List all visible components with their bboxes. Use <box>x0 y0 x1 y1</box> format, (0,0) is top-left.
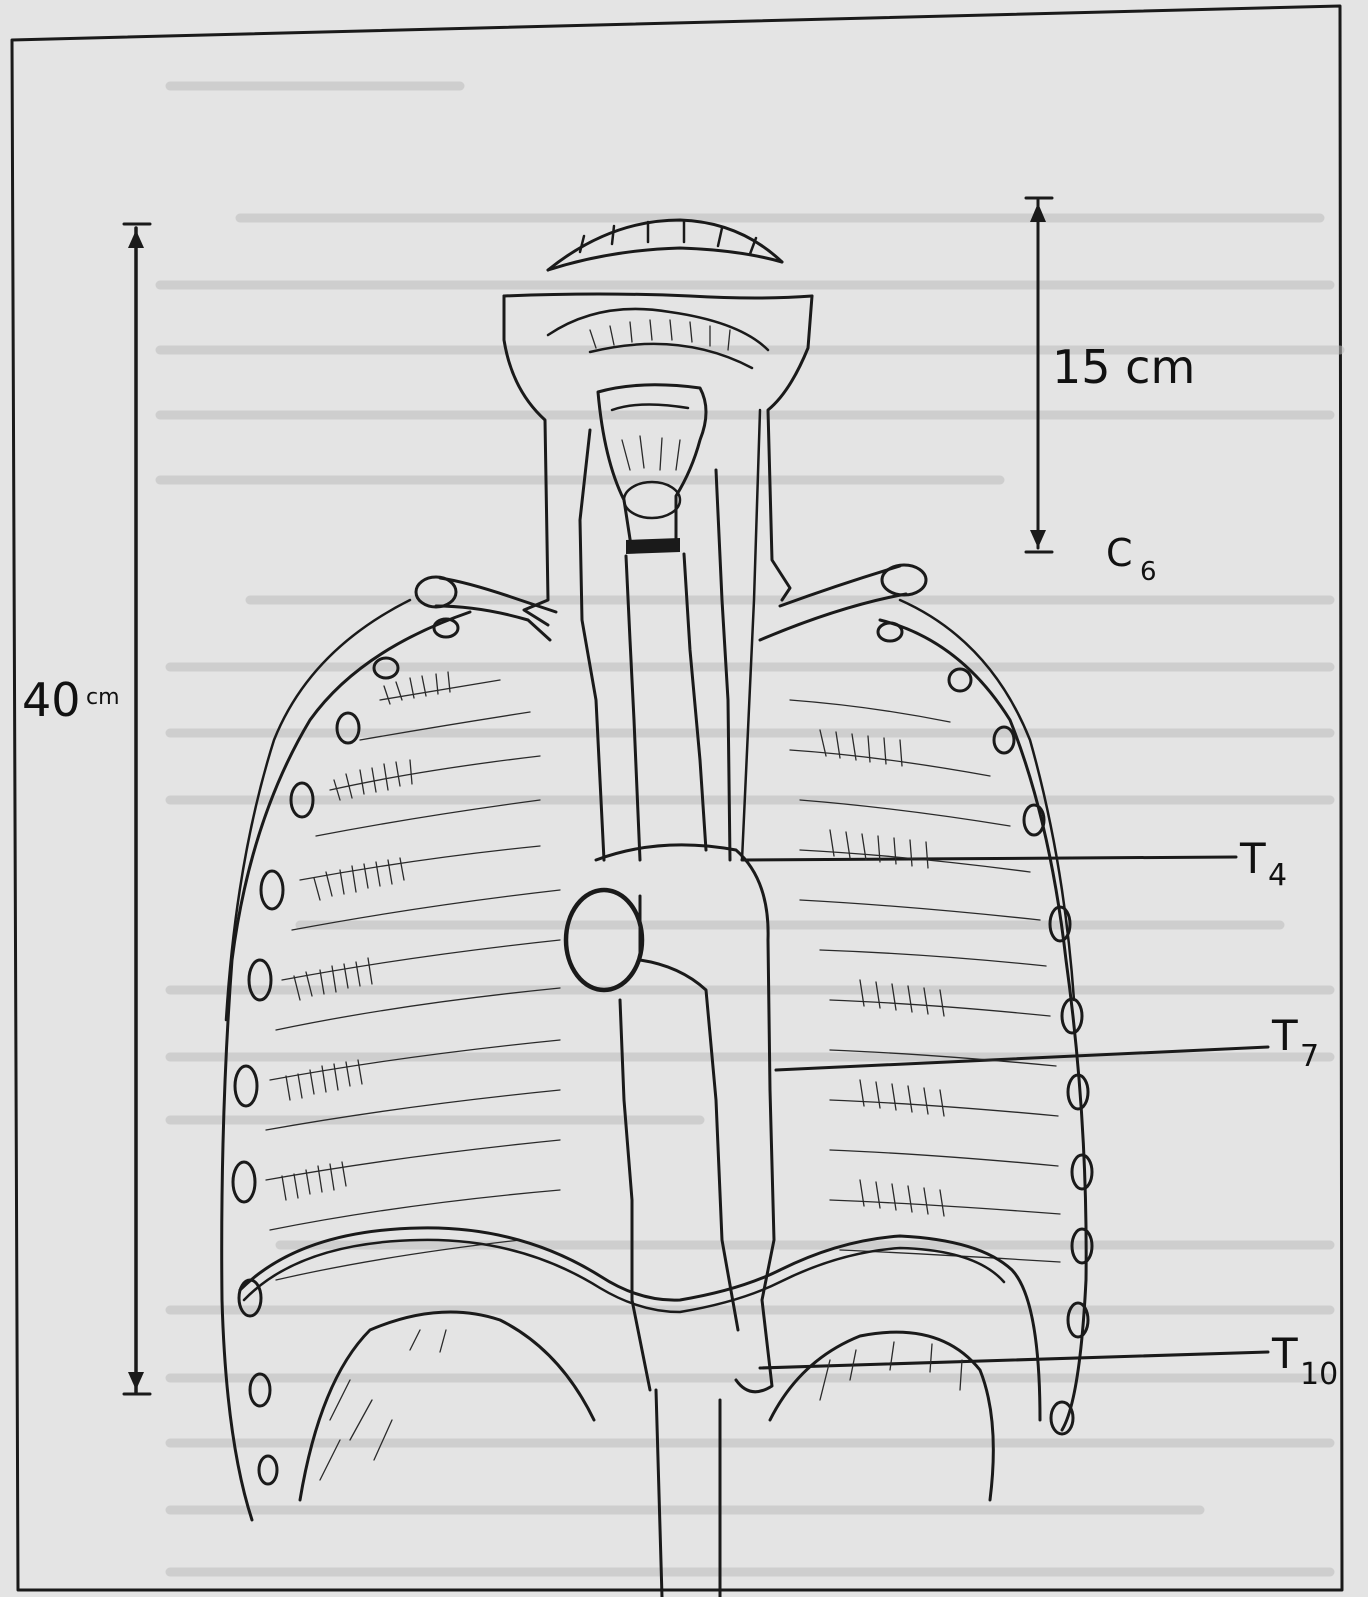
t7-number: 7 <box>1300 1039 1319 1074</box>
t4-letter: T <box>1239 834 1266 883</box>
t4-number: 4 <box>1268 858 1287 893</box>
total-length-value: 40 <box>22 673 81 727</box>
total-length-unit: cm <box>86 685 120 710</box>
t10-number: 10 <box>1300 1357 1338 1392</box>
t7-letter: T <box>1271 1011 1298 1060</box>
upper-segment-label: 15 cm <box>1052 340 1195 394</box>
t10-letter: T <box>1271 1329 1298 1378</box>
cervical-level-number: 6 <box>1140 557 1157 587</box>
cervical-level-letter: C <box>1106 531 1133 575</box>
